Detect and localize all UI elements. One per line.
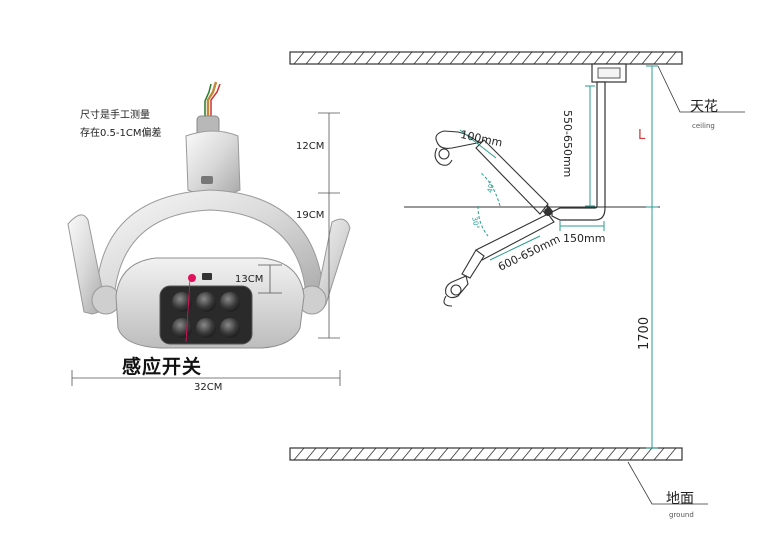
- vertical-tube: [551, 81, 606, 221]
- lower-arm-drop: [461, 249, 485, 279]
- dim-19cm-label: 19CM: [296, 210, 325, 221]
- ceiling-label-en: ceiling: [692, 122, 715, 130]
- ground-label-en: ground: [669, 511, 694, 519]
- sensor-indicator: [188, 274, 196, 282]
- dim-vertical-tube-label: 550-650mm: [561, 110, 574, 178]
- ground-slab: [289, 447, 683, 461]
- angle-arc-lower: [477, 205, 489, 237]
- lamp-dimension-lines: [71, 112, 341, 386]
- dim-height-label: 1700: [637, 316, 652, 350]
- ground-label: 地面: [666, 491, 694, 507]
- measure-note-line1: 尺寸是手工测量: [80, 110, 150, 121]
- measure-note-line2: 存在0.5-1CM偏差: [80, 128, 162, 139]
- ceiling-slab: [289, 51, 683, 65]
- upper-lamp-head: [434, 130, 483, 166]
- sensor-switch-label: 感应开关: [122, 356, 203, 378]
- ceiling-label: 天花: [690, 99, 718, 115]
- dim-horizontal-label: 150mm: [563, 232, 606, 245]
- power-wire: [204, 81, 221, 118]
- sensor-pointer-line: [185, 278, 191, 343]
- dim-L-label: L: [638, 128, 646, 143]
- dim-13cm-label: 13CM: [235, 274, 264, 285]
- dim-32cm-label: 32CM: [194, 382, 223, 393]
- ceiling-leader: [657, 65, 745, 113]
- ground-leader: [627, 461, 708, 505]
- lower-lamp-head: [443, 275, 469, 307]
- angle-arc-upper: [479, 171, 501, 207]
- install-dimension-lines: [459, 65, 658, 449]
- led-lenses: [172, 292, 240, 338]
- lamp-handle: [185, 130, 241, 197]
- dim-12cm-label: 12CM: [296, 141, 325, 152]
